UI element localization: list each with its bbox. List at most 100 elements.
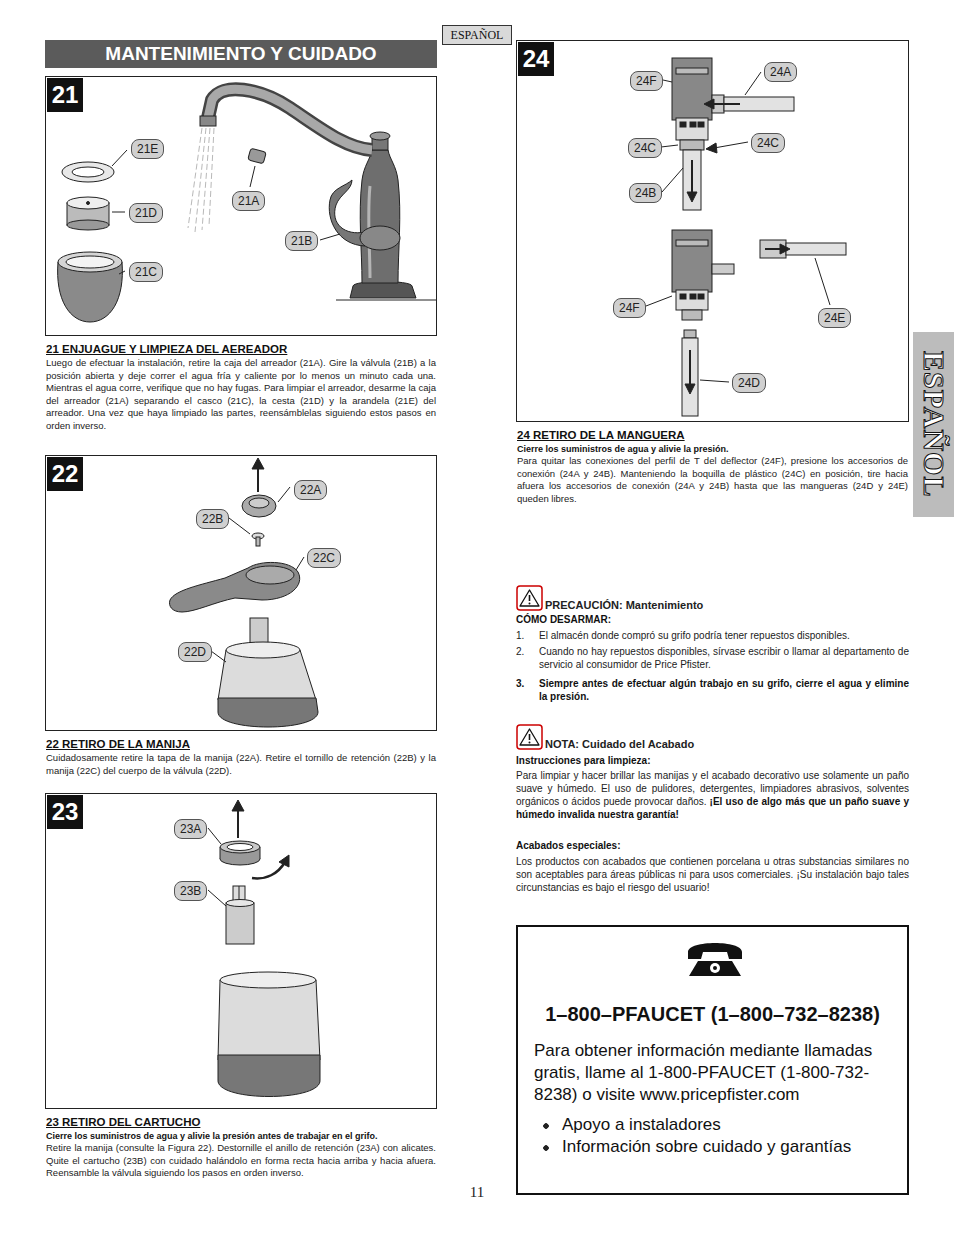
label-text: 24F [619, 301, 640, 315]
label-text: 24C [634, 141, 656, 155]
label-text: ESPAÑOL [451, 28, 504, 43]
warning-icon [517, 725, 542, 749]
caption-block: 22 RETIRO DE LA MANIJA Cuidadosamente ret… [46, 738, 436, 777]
callout-number: 24F [630, 71, 663, 91]
cartridge-drawing [208, 800, 320, 1097]
text-block: 2. [516, 645, 536, 658]
warning-text: Cierre los suministros de agua y alivie … [517, 443, 908, 455]
list-number: 3. [516, 678, 524, 689]
instruction-text: Luego de efectuar la instalación, retire… [46, 357, 436, 432]
text-block: NOTA: Cuidado del Acabado [545, 738, 905, 751]
note-subheading: Acabados especiales: [516, 840, 621, 851]
callout-number: 24F [613, 298, 646, 318]
instruction-text: Cuidadosamente retire la tapa de la mani… [46, 752, 436, 777]
callout-number: 24C [751, 133, 785, 153]
callout-number: 21D [129, 203, 163, 223]
text-block: 1. [516, 629, 536, 642]
label-text: 22A [300, 483, 321, 497]
language-tag: ESPAÑOL [442, 25, 512, 45]
label-text: 22C [313, 551, 335, 565]
caution-subheading: CÓMO DESARMAR: [516, 614, 611, 625]
text-block: Siempre antes de efectuar algún trabajo … [539, 677, 909, 703]
figure-number: 21 [47, 78, 83, 112]
label-text: 24E [824, 311, 845, 325]
caption-block: 23 RETIRO DEL CARTUCHO Cierre los suminis… [46, 1116, 436, 1180]
label-text: 22D [184, 645, 206, 659]
figure-panel: 24 RETIRO DE LA MANGUERACierre los sumin… [516, 40, 909, 422]
warning-text: Cierre los suministros de agua y alivie … [46, 1130, 436, 1142]
telephone-icon [688, 943, 742, 976]
caption-block: 24 RETIRO DE LA MANGUERACierre los sumin… [517, 429, 908, 505]
list-item: Cuando no hay repuestos disponibles, sír… [539, 646, 909, 670]
hose-drawing [646, 58, 846, 416]
section-heading: 21 ENJUAGUE Y LIMPIEZA DEL AEREADOR [46, 343, 436, 355]
text-block: PRECAUCIÓN: Mantenimiento [545, 599, 905, 612]
section-heading: 22 RETIRO DE LA MANIJA [46, 738, 436, 750]
label-text: 23B [180, 884, 201, 898]
label-text: 24D [738, 376, 760, 390]
text-block: 3. [516, 677, 536, 690]
figure-number: 22 [47, 457, 83, 491]
instruction-text: Retire la manija (consulte la Figura 22)… [46, 1142, 436, 1180]
callout-number: 24C [628, 138, 662, 158]
label-text: 21E [137, 142, 158, 156]
contact-text: Para obtener información mediante llamad… [534, 1040, 891, 1106]
text-block: Los productos con acabados que contienen… [516, 855, 909, 894]
list-item: Siempre antes de efectuar algún trabajo … [539, 678, 909, 702]
bullet-item: Apoyo a instaladores [534, 1114, 891, 1136]
note-heading: NOTA: Cuidado del Acabado [545, 738, 694, 750]
label-text: 21D [135, 206, 157, 220]
callout-number: 24D [732, 373, 766, 393]
label-text: 24B [635, 186, 656, 200]
text-block: Instrucciones para limpieza: [516, 754, 909, 767]
callout-number: 22D [178, 642, 212, 662]
list-number: 2. [516, 646, 524, 657]
callout-number: 23A [174, 819, 207, 839]
label-text: 24 [523, 45, 550, 73]
warning-icon [517, 586, 542, 610]
caption-block: 21 ENJUAGUE Y LIMPIEZA DEL AEREADOR Luego… [46, 343, 436, 432]
label-text: 23 [52, 798, 79, 826]
contact-box: 1–800–PFAUCET (1–800–732–8238) Para obten… [516, 925, 909, 1195]
section-heading: 23 RETIRO DEL CARTUCHO [46, 1116, 436, 1128]
page-number: 11 [470, 1184, 484, 1200]
figure-number: 24 [518, 42, 554, 76]
caution-heading: PRECAUCIÓN: Mantenimiento [545, 599, 703, 611]
figure-panel: 21 ENJUAGUE Y LIMPIEZA DEL AEREADORLuego… [45, 76, 437, 336]
note-text: Los productos con acabados que contienen… [516, 856, 909, 893]
list-item: El almacén donde compró su grifo podría … [539, 630, 850, 641]
text-block: Acabados especiales: [516, 839, 909, 852]
list-number: 1. [516, 630, 524, 641]
handle-drawing [170, 458, 319, 727]
callout-number: 21E [131, 139, 164, 159]
label-text: ESPAÑOL [917, 351, 951, 497]
callout-number: 22C [307, 548, 341, 568]
callout-number: 21A [232, 191, 265, 211]
language-side-tab: ESPAÑOL [913, 332, 954, 517]
callout-number: 22B [196, 509, 229, 529]
note-subheading: Instrucciones para limpieza: [516, 755, 651, 766]
text-block: El almacén donde compró su grifo podría … [539, 629, 909, 642]
figure-panel: 22 RETIRO DE LA MANIJACuidadosamente ret… [45, 455, 437, 731]
callout-number: 24E [818, 308, 851, 328]
label-text: 21C [135, 265, 157, 279]
label-text: MANTENIMIENTO Y CUIDADO [105, 43, 376, 65]
label-text: 22 [52, 460, 79, 488]
text-block: Para limpiar y hacer brillar las manijas… [516, 769, 909, 821]
figure-panel: 23 RETIRO DEL CARTUCHOCierre los suminis… [45, 793, 437, 1109]
text-block: Cuando no hay repuestos disponibles, sír… [539, 645, 909, 671]
figure-number: 23 [47, 795, 83, 829]
phone-number: 1–800–PFAUCET (1–800–732–8238) [534, 1003, 891, 1026]
label-text: 23A [180, 822, 201, 836]
callout-number: 21B [285, 231, 318, 251]
callout-number: 24B [629, 183, 662, 203]
label-text: 24F [636, 74, 657, 88]
label-text: 21A [238, 194, 259, 208]
label-text: 24C [757, 136, 779, 150]
callout-number: 24A [764, 62, 797, 82]
callout-number: 22A [294, 480, 327, 500]
label-text: 21B [291, 234, 312, 248]
label-text: 24A [770, 65, 791, 79]
instruction-text: Para quitar las conexiones del perfil de… [517, 455, 908, 505]
